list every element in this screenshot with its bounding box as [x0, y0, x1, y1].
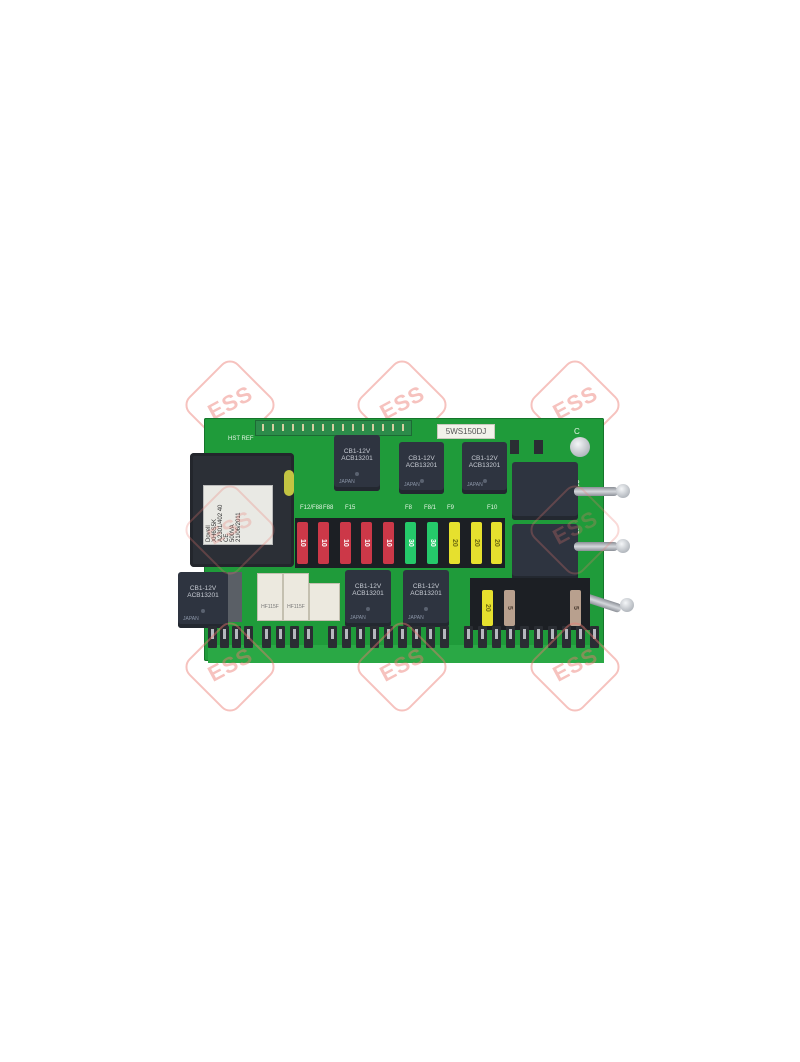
blade-fuse: 20 [482, 590, 493, 626]
fuse-label: F8 [405, 505, 413, 511]
connector-silkscreen-label: HST REF [228, 436, 254, 442]
power-relay [512, 524, 578, 580]
blade-fuse: 20 [491, 522, 502, 564]
signal-relay: HF115F [257, 573, 283, 621]
fuse-block: 10 10 10 10 10 30 30 20 20 20 [295, 518, 505, 568]
diode [534, 440, 543, 454]
fuse-label: F12/F88 [300, 505, 323, 511]
silkscreen-label-c: C [574, 427, 580, 436]
stud-bolt [570, 437, 590, 457]
blade-fuse: 30 [405, 522, 416, 564]
fuse-label: F9 [447, 505, 455, 511]
power-resistor-label: 5WS150DJ [437, 424, 495, 439]
blade-fuse: 5 [570, 590, 581, 626]
standoff-bolt [574, 487, 618, 496]
blade-fuse: 10 [297, 522, 308, 564]
watermark-logo: ESS [352, 617, 452, 717]
power-relay [512, 462, 578, 520]
blade-fuse: 20 [471, 522, 482, 564]
fuse-label: F10 [487, 505, 498, 511]
watermark-logo: ESS [525, 617, 625, 717]
standoff-cap [616, 539, 630, 553]
blade-fuse: 10 [383, 522, 394, 564]
blade-fuse: 20 [449, 522, 460, 564]
relay-side [228, 572, 242, 622]
standoff-cap [616, 484, 630, 498]
standoff-bolt [574, 542, 618, 551]
spade-terminal-row [204, 626, 604, 650]
fuse-label: F88 [323, 505, 334, 511]
blade-fuse: 10 [340, 522, 351, 564]
watermark-logo: ESS [525, 480, 625, 580]
blade-fuse: 30 [427, 522, 438, 564]
watermark-logo: ESS [180, 480, 280, 580]
lower-fuse-block: 20 5 5 [470, 578, 590, 630]
fuse-label: F15 [345, 505, 356, 511]
pcb-bottom-edge [208, 645, 604, 663]
blade-fuse: 10 [318, 522, 329, 564]
watermark-logo: ESS [180, 617, 280, 717]
blade-fuse: 10 [361, 522, 372, 564]
fuse-label: F8/1 [424, 505, 437, 511]
blade-fuse: 5 [504, 590, 515, 626]
capacitor [284, 470, 294, 496]
signal-relay [309, 583, 340, 621]
diode [510, 440, 519, 454]
standoff-cap [620, 598, 634, 612]
signal-relay: HF115F [283, 573, 309, 621]
pin-header-connector [255, 420, 412, 436]
